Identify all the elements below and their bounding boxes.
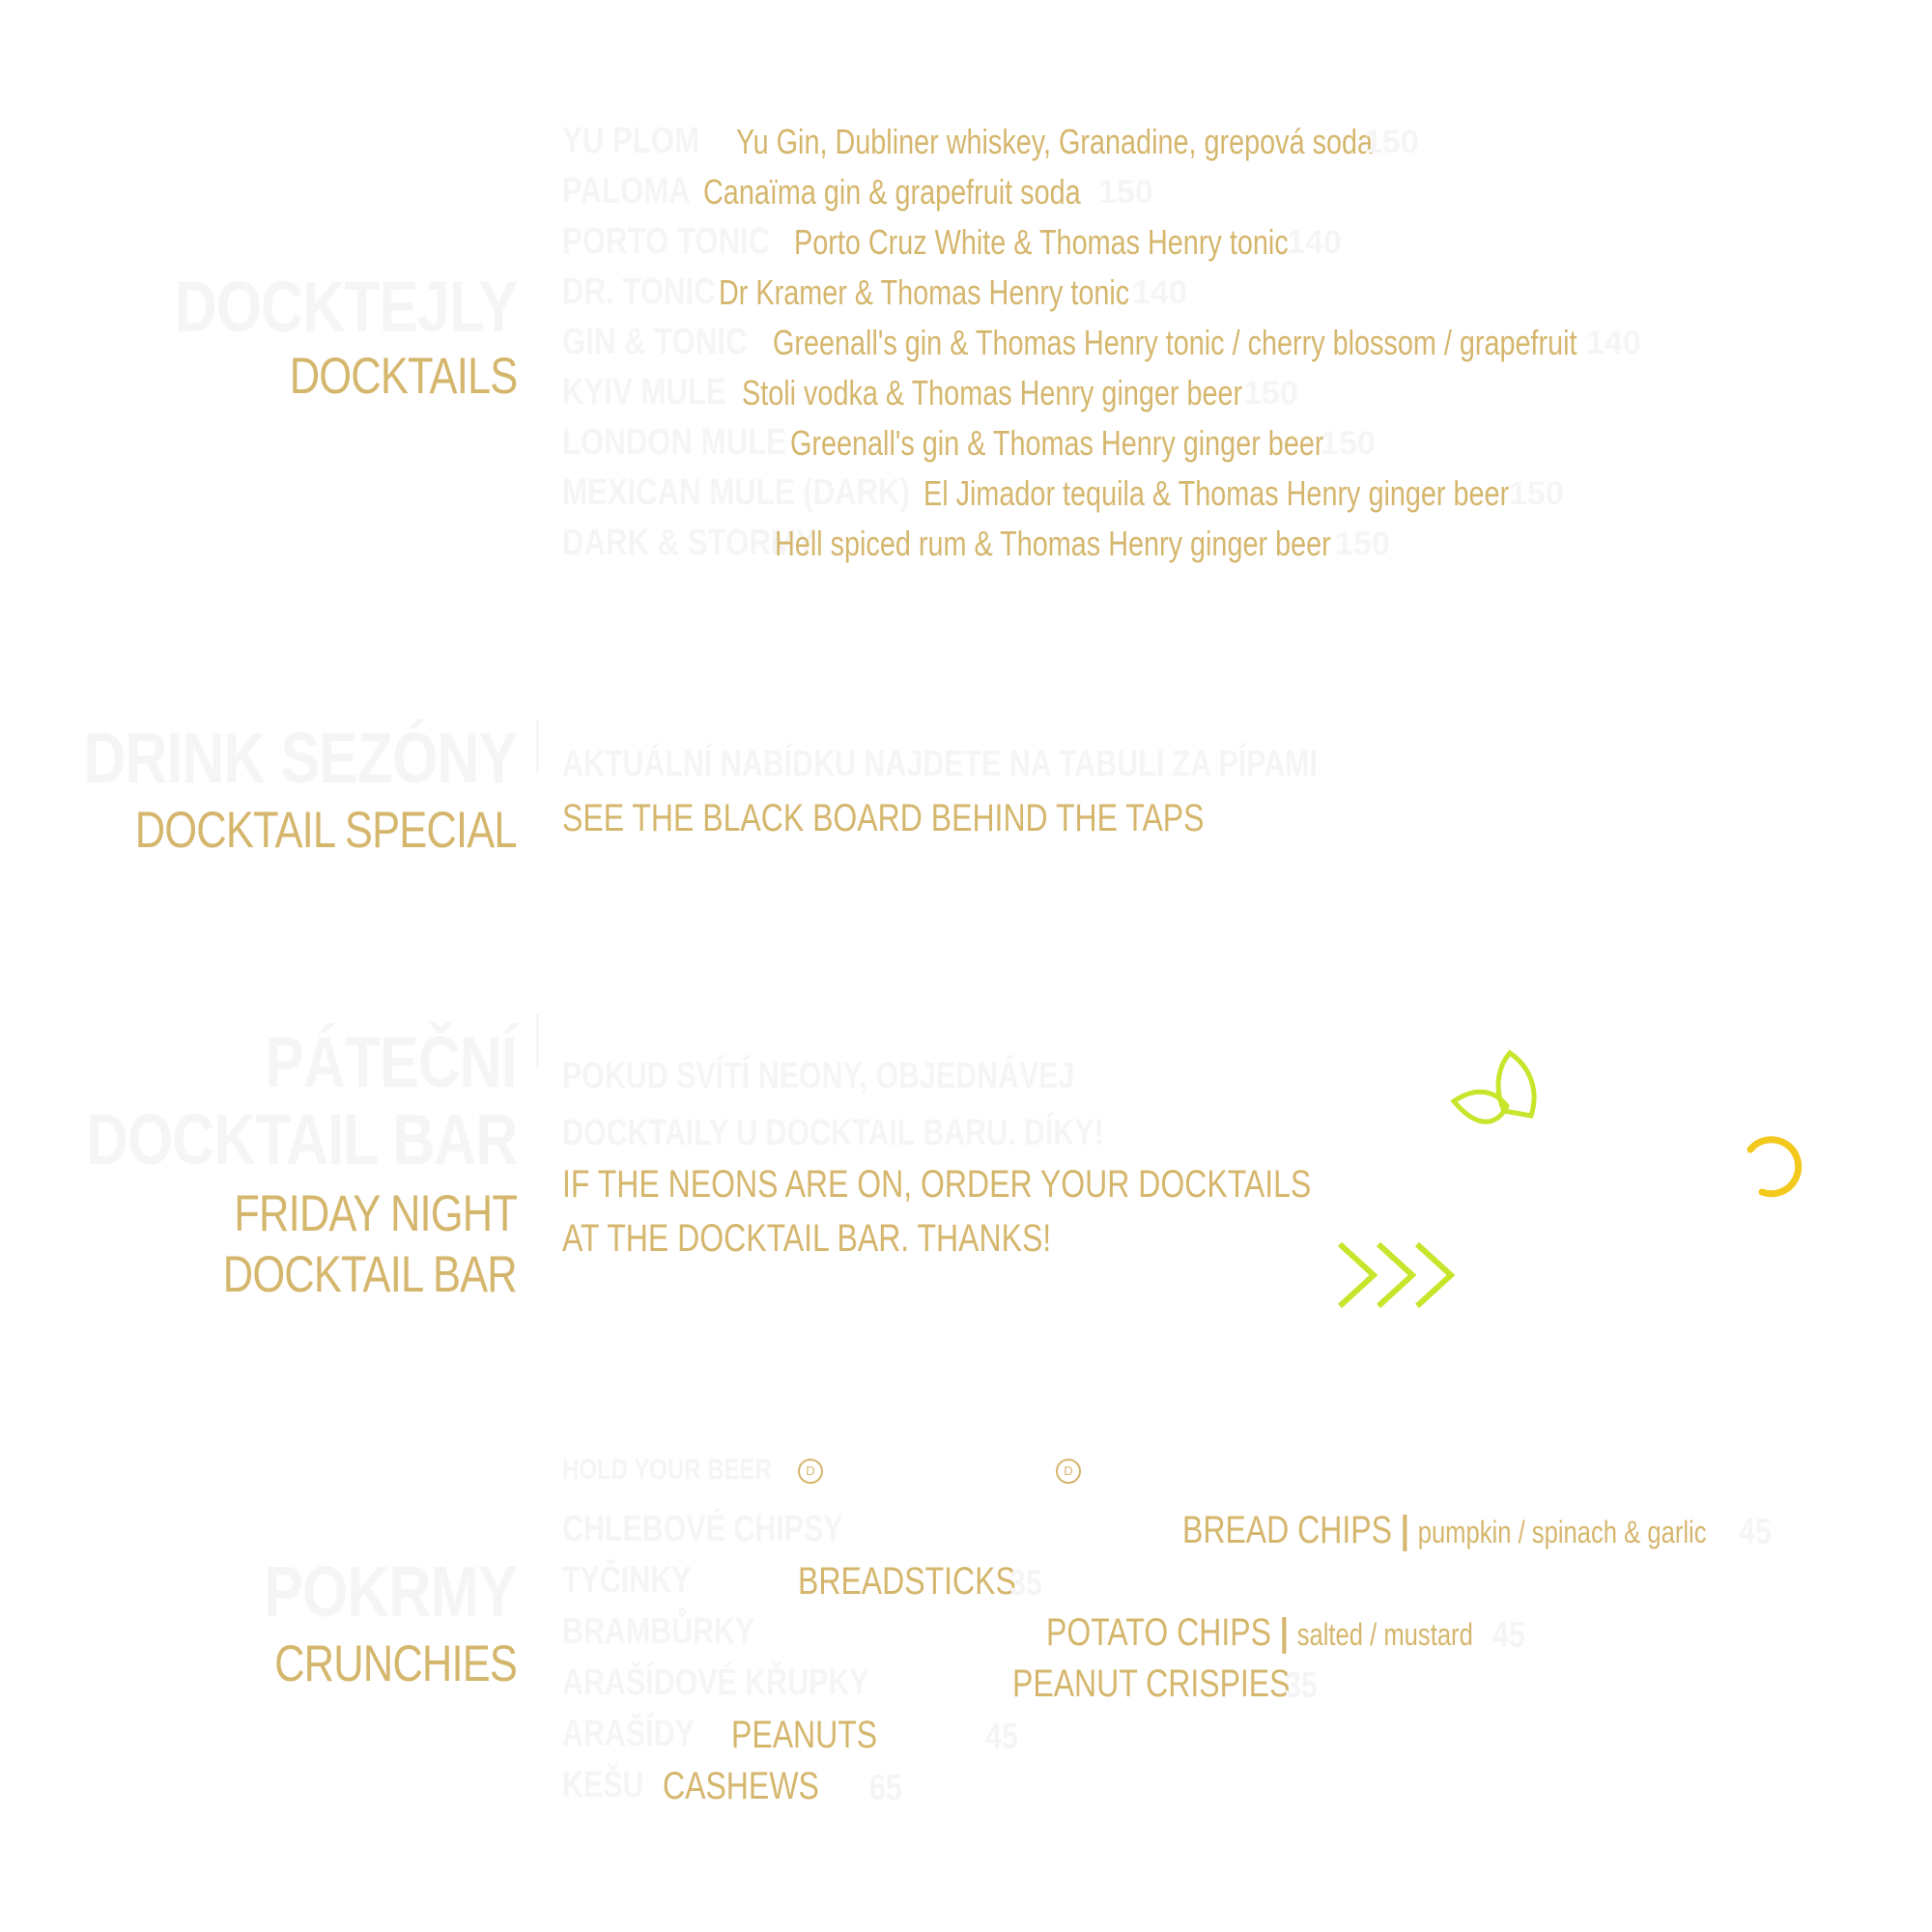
allergen-badge: D [1056, 1459, 1081, 1484]
snack-ghost-price: 45 [985, 1717, 1018, 1757]
ghost-price: 150 [1321, 425, 1376, 462]
allergen-badge: D [798, 1459, 823, 1484]
loading-circle-icon [1747, 1136, 1803, 1198]
friday-text-2: AT THE DOCKTAIL BAR. THANKS! [562, 1217, 1052, 1260]
chevrons-icon [1337, 1241, 1456, 1309]
snack-cashews: CASHEWS [663, 1765, 819, 1807]
list-item: DR. TONIC Dr Kramer & Thomas Henry tonic… [562, 267, 1187, 317]
snack-sub: salted / mustard [1296, 1617, 1473, 1652]
special-text: SEE THE BLACK BOARD BEHIND THE TAPS [562, 797, 1205, 839]
ghost-name: GIN & TONIC [562, 321, 748, 362]
list-item: GIN & TONIC Greenall's gin & Thomas Henr… [562, 317, 1641, 367]
ghost-name: DARK & STORMY [562, 522, 816, 563]
item-desc: Yu Gin, Dubliner whiskey, Granadine, gre… [736, 122, 1374, 161]
friday-ghost-title-2: DOCKTAIL BAR [85, 1099, 518, 1179]
snack-ghost-price: 65 [869, 1768, 902, 1808]
docktails-ghost-title: DOCKTEJLY [174, 267, 517, 347]
list-item: KYIV MULE Stoli vodka & Thomas Henry gin… [562, 367, 1298, 417]
crunchies-ghost-title: POKRMY [264, 1551, 518, 1632]
item-desc: Greenall's gin & Thomas Henry ginger bee… [790, 423, 1324, 463]
list-item: LONDON MULE Greenall's gin & Thomas Henr… [562, 417, 1376, 468]
item-desc: Dr Kramer & Thomas Henry tonic [719, 272, 1130, 312]
snack-ghost: CHLEBOVÉ CHIPSY [562, 1509, 843, 1549]
friday-ghost-title-1: PÁTEČNÍ [265, 1022, 517, 1102]
list-item: PALOMA Canaïma gin & grapefruit soda 150 [562, 166, 1153, 216]
ghost-price: 150 [1335, 526, 1390, 562]
friday-ghost-text-1: POKUD SVÍTÍ NEONY, OBJEDNÁVEJ [562, 1056, 1075, 1096]
divider [536, 720, 539, 773]
friday-text-1: IF THE NEONS ARE ON, ORDER YOUR DOCKTAIL… [562, 1163, 1312, 1206]
snack-ghost: BRAMBŮRKY [562, 1611, 755, 1652]
snack-ghost: TYČINKY [562, 1560, 692, 1601]
crunchies-title: CRUNCHIES [274, 1635, 518, 1692]
ghost-price: 150 [1243, 375, 1298, 412]
snack-sub: pumpkin / spinach & garlic [1417, 1515, 1707, 1549]
friday-ghost-text-2: DOCKTAILY U DOCKTAIL BARU. DÍKY! [562, 1113, 1104, 1153]
ghost-name: DR. TONIC [562, 270, 716, 312]
special-ghost-text: AKTUÁLNÍ NABÍDKU NAJDETE NA TABULI ZA PÍ… [562, 744, 1318, 784]
special-ghost-title: DRINK SEZÓNY [83, 718, 517, 798]
ghost-name: PORTO TONIC [562, 220, 771, 262]
docktails-title: DOCKTAILS [289, 348, 518, 405]
snack-name: POTATO CHIPS [1046, 1611, 1271, 1654]
snack-peanut-crispies: PEANUT CRISPIES [1012, 1662, 1291, 1705]
divider [536, 1014, 539, 1067]
item-desc: Canaïma gin & grapefruit soda [703, 172, 1081, 212]
ghost-name: MEXICAN MULE (DARK) [562, 471, 911, 513]
snack-name: BREAD CHIPS [1182, 1509, 1392, 1551]
snack-peanuts: PEANUTS [731, 1714, 878, 1756]
snack-bread-chips: BREAD CHIPS | pumpkin / spinach & garlic [1182, 1509, 1707, 1552]
ghost-price: 150 [1364, 124, 1419, 160]
ghost-price: 140 [1586, 325, 1641, 361]
friday-title-1: FRIDAY NIGHT [234, 1185, 518, 1242]
snack-breadsticks: BREADSTICKS [798, 1560, 1016, 1603]
ghost-name: KYIV MULE [562, 371, 726, 412]
list-item: MEXICAN MULE (DARK) El Jimador tequila &… [562, 468, 1564, 518]
snack-ghost-price: 35 [1009, 1563, 1042, 1604]
list-item: DARK & STORMY Hell spiced rum & Thomas H… [562, 518, 1390, 568]
crunchies-ghost-header: HOLD YOUR BEER [562, 1454, 772, 1486]
item-desc: El Jimador tequila & Thomas Henry ginger… [923, 473, 1510, 513]
ghost-price: 150 [1509, 475, 1564, 512]
ghost-name: LONDON MULE [562, 421, 786, 463]
item-desc: Hell spiced rum & Thomas Henry ginger be… [775, 524, 1331, 563]
list-item: YU PLOM Yu Gin, Dubliner whiskey, Granad… [562, 116, 1419, 166]
snack-ghost-price: 45 [1739, 1512, 1772, 1552]
snack-ghost: ARAŠÍDOVÉ KŘUPKY [562, 1662, 869, 1703]
friday-title-2: DOCKTAIL BAR [222, 1246, 518, 1303]
snack-ghost-price: 35 [1285, 1665, 1318, 1706]
item-desc: Greenall's gin & Thomas Henry tonic / ch… [773, 323, 1577, 362]
list-item: PORTO TONIC Porto Cruz White & Thomas He… [562, 216, 1342, 267]
item-desc: Porto Cruz White & Thomas Henry tonic [794, 222, 1289, 262]
snack-potato-chips: POTATO CHIPS | salted / mustard [1046, 1611, 1473, 1655]
separator: | [1279, 1611, 1289, 1654]
special-title: DOCKTAIL SPECIAL [134, 802, 518, 859]
ghost-price: 150 [1098, 174, 1153, 211]
ghost-name: PALOMA [562, 170, 691, 212]
leaf-icon [1450, 1049, 1537, 1124]
separator: | [1400, 1509, 1409, 1551]
snack-ghost-price: 45 [1492, 1615, 1525, 1656]
ghost-price: 140 [1132, 274, 1187, 311]
item-desc: Stoli vodka & Thomas Henry ginger beer [742, 373, 1243, 412]
snack-ghost: KEŠU [562, 1765, 644, 1805]
ghost-name: YU PLOM [562, 120, 699, 161]
ghost-price: 140 [1287, 224, 1342, 261]
snack-ghost: ARAŠÍDY [562, 1714, 695, 1754]
